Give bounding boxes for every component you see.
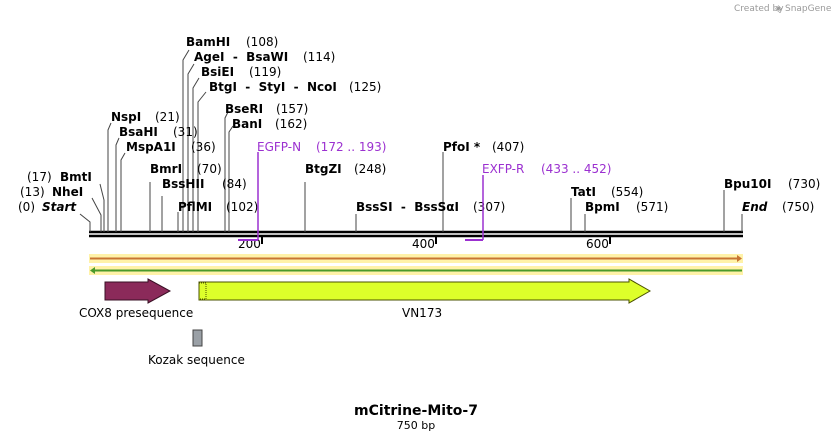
cut-line-mspa1i [120, 152, 126, 232]
credit-brand: SnapGene [785, 4, 832, 14]
enzyme-pos: (571) [636, 200, 668, 214]
enzyme-name-agei-bsawi[interactable]: AgeI - BsaWI [194, 50, 288, 64]
primers: EGFP-N (172 .. 193) EXFP-R (433 .. 452) [238, 140, 611, 241]
credit-prefix: Created by [734, 4, 784, 14]
enzyme-pos: (31) [173, 125, 198, 139]
enzyme-pos: (13) [20, 185, 45, 199]
enzyme-name-bsahi[interactable]: BsaHI [119, 125, 158, 139]
enzyme-name-bsssi[interactable]: BssSI - BssSαI [356, 200, 459, 214]
construct-name: mCitrine-Mito-7 [354, 403, 478, 419]
vn173-start-marker [198, 282, 207, 300]
cut-line-nspi [107, 122, 112, 232]
credit: Created by ◈ SnapGene [734, 4, 832, 14]
feature-label-cox8[interactable]: COX8 presequence [79, 306, 193, 320]
enzyme-pos: (17) [27, 170, 52, 184]
feature-arrow-vn173[interactable] [198, 278, 652, 304]
enzyme-pos: (102) [226, 200, 258, 214]
enzyme-pos: (407) [492, 140, 524, 154]
sequence-backbone [89, 230, 743, 238]
enzyme-name-bsshii[interactable]: BssHII [162, 177, 204, 191]
enzyme-pos: (730) [788, 177, 820, 191]
enzyme-pos: (162) [275, 117, 307, 131]
cut-line-bani [228, 125, 234, 232]
cut-line-bsahi [115, 137, 120, 232]
strand-bars [89, 254, 743, 275]
enzyme-name-end[interactable]: End [742, 200, 768, 214]
feature-box-kozak[interactable] [192, 329, 203, 347]
enzyme-name-bsiei[interactable]: BsiEI [201, 65, 234, 79]
map-title: mCitrine-Mito-7 750 bp [354, 403, 478, 432]
enzyme-name-nspi[interactable]: NspI [111, 110, 141, 124]
cut-line-bsiei [192, 77, 200, 232]
construct-length: 750 bp [397, 419, 435, 432]
enzyme-name-start[interactable]: Start [42, 200, 77, 214]
enzyme-pos: (0) [18, 200, 35, 214]
enzyme-pos: (125) [349, 80, 381, 94]
enzyme-pos: (70) [197, 162, 222, 176]
cut-line-bseri [224, 111, 229, 232]
feature-label-kozak[interactable]: Kozak sequence [148, 353, 245, 367]
cut-site-lines [79, 49, 743, 232]
enzyme-pos: (750) [782, 200, 814, 214]
cut-line-bamhi [182, 49, 190, 232]
enzyme-pos: (84) [222, 177, 247, 191]
arrow-right-icon [737, 255, 742, 262]
cut-line-start [79, 213, 91, 232]
enzyme-pos: (108) [246, 35, 278, 49]
enzyme-name-tati[interactable]: TatI [571, 185, 596, 199]
enzyme-pos: (157) [276, 102, 308, 116]
cut-line-btgi [197, 91, 207, 232]
primer-range-exfpr: (433 .. 452) [541, 162, 611, 176]
enzyme-name-bpu10i[interactable]: Bpu10I [724, 177, 771, 191]
enzyme-pos: (248) [354, 162, 386, 176]
ruler: 200 400 600 [238, 236, 611, 251]
feature-label-vn173[interactable]: VN173 [402, 306, 442, 320]
enzyme-pos: (36) [191, 140, 216, 154]
cut-line-nhei [91, 197, 102, 232]
feature-arrow-cox8[interactable] [104, 278, 172, 304]
enzyme-name-btgi-styi-ncoi[interactable]: BtgI - StyI - NcoI [209, 80, 337, 94]
enzyme-name-bseri[interactable]: BseRI [225, 102, 263, 116]
enzyme-name-bani[interactable]: BanI [232, 117, 262, 131]
cut-line-agei [187, 63, 195, 232]
primer-range-egfpn: (172 .. 193) [316, 140, 386, 154]
enzyme-labels: (0) Start (13) NheI (17) BmtI NspI (21) … [18, 35, 820, 214]
primer-name-egfpn[interactable]: EGFP-N [257, 140, 301, 154]
enzyme-pos: (21) [155, 110, 180, 124]
enzyme-name-bmti[interactable]: BmtI [60, 170, 92, 184]
enzyme-name-bamhi[interactable]: BamHI [186, 35, 230, 49]
enzyme-pos: (554) [611, 185, 643, 199]
cut-line-bmti [99, 183, 105, 232]
enzyme-pos: (307) [473, 200, 505, 214]
ruler-label: 400 [412, 237, 435, 251]
enzyme-name-bpmi[interactable]: BpmI [585, 200, 620, 214]
arrow-left-icon [90, 267, 95, 274]
primer-name-exfpr[interactable]: EXFP-R [482, 162, 524, 176]
snapgene-logo-icon: ◈ [775, 4, 782, 14]
enzyme-pos: (119) [249, 65, 281, 79]
enzyme-name-pflmi[interactable]: PflMI [178, 200, 212, 214]
enzyme-name-pfoi[interactable]: PfoI * [443, 140, 481, 154]
enzyme-name-mspa1i[interactable]: MspA1I [126, 140, 176, 154]
enzyme-name-bmri[interactable]: BmrI [150, 162, 182, 176]
enzyme-pos: (114) [303, 50, 335, 64]
enzyme-name-nhei[interactable]: NheI [52, 185, 83, 199]
ruler-label: 600 [586, 237, 609, 251]
enzyme-name-btgzi[interactable]: BtgZI [305, 162, 342, 176]
features: COX8 presequence VN173 Kozak sequence [79, 278, 652, 367]
